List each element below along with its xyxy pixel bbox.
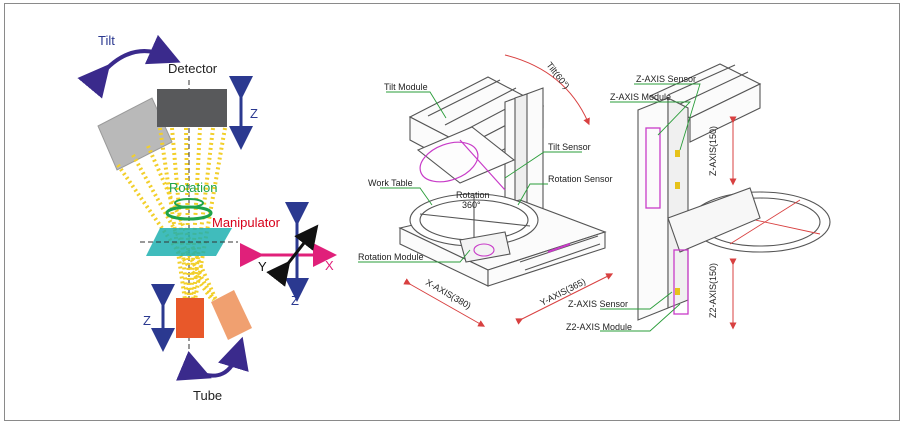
right-diagram-labels: Z-AXIS Sensor Z-AXIS Module Z-AXIS(150) …: [566, 74, 718, 332]
z-axis-module-label: Z-AXIS Module: [610, 92, 671, 102]
rotation-module-label: Rotation Module: [358, 252, 424, 262]
y-axis-arrow: [266, 224, 319, 287]
y-axis-arrow-mid: [515, 273, 614, 325]
tilt-60-label: Tilt(60°): [544, 60, 571, 91]
tilt-label: Tilt: [98, 33, 115, 48]
z-axis-sensor-top-label: Z-AXIS Sensor: [636, 74, 696, 84]
x-axis-arrow-mid: [403, 278, 486, 327]
rotation-label: Rotation: [169, 180, 217, 195]
work-table-label: Work Table: [368, 178, 413, 188]
rotation-360-label-line1: Rotation: [456, 190, 490, 200]
tube-block: [176, 298, 204, 338]
tube-label: Tube: [193, 388, 222, 403]
left-xray-diagram: Tilt Detector Z Rotation Manipulator Y X…: [77, 33, 337, 403]
manipulator-label: Manipulator: [212, 215, 281, 230]
detector-label: Detector: [168, 61, 218, 76]
z-axis-150-label: Z-AXIS(150): [708, 126, 718, 176]
middle-machine-diagram: [358, 54, 614, 327]
tilted-tube-block: [211, 290, 252, 340]
right-column: [637, 97, 669, 321]
detector-block: [157, 89, 227, 127]
z2-axis-module-label: Z2-AXIS Module: [566, 322, 632, 332]
tilt-arrow: [77, 34, 181, 99]
tilt-module-label: Tilt Module: [384, 82, 428, 92]
z-axis-sensor-bottom-label: Z-AXIS Sensor: [568, 299, 628, 309]
rotation-sensor-label: Rotation Sensor: [548, 174, 613, 184]
detector-z-label: Z: [250, 106, 258, 121]
rotation-360-label-line2: 360°: [462, 200, 481, 210]
rotation-ellipse-inner: [174, 198, 204, 208]
y-axis-label: Y: [258, 259, 267, 274]
z2-axis-150-label: Z2-AXIS(150): [708, 263, 718, 318]
tube-z-label: Z: [143, 313, 151, 328]
xray-beams: [116, 127, 227, 302]
tilt-sensor-label: Tilt Sensor: [548, 142, 591, 152]
x-axis-label: X: [325, 258, 334, 273]
right-machine-diagram: [600, 63, 831, 332]
tube-tilt-arrow: [176, 336, 249, 381]
z-axis-label: Z: [291, 293, 299, 308]
tilted-detector: [97, 97, 173, 171]
